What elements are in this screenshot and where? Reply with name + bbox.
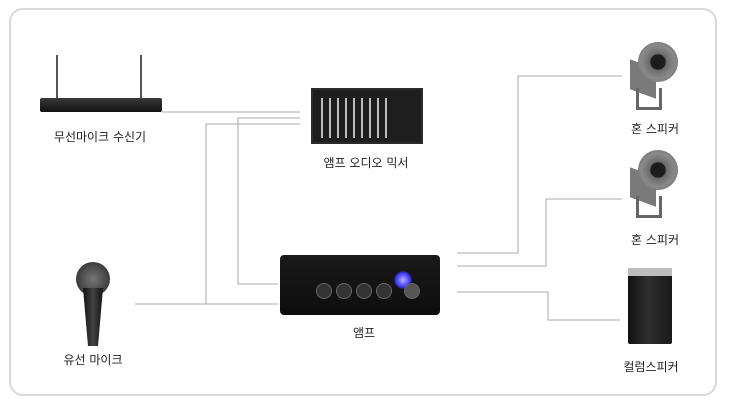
column-speaker-label: 컬럼스피커 bbox=[623, 360, 679, 374]
wire-amp-to-horn-1 bbox=[457, 75, 622, 254]
wire-amp-to-column bbox=[457, 291, 620, 321]
wired-mic-label: 유선 마이크 bbox=[63, 353, 123, 367]
wire-mixer-feed bbox=[237, 117, 300, 285]
audio-mixer-label: 앰프 오디오 믹서 bbox=[323, 156, 409, 170]
diagram-frame bbox=[9, 8, 717, 396]
audio-mixer-image bbox=[311, 88, 423, 144]
horn-speaker-2-image bbox=[630, 150, 682, 220]
wireless-receiver-image bbox=[40, 55, 162, 115]
column-speaker-image bbox=[628, 268, 672, 344]
horn-speaker-2-label: 혼 스피커 bbox=[631, 233, 679, 247]
amplifier-label: 앰프 bbox=[352, 326, 376, 340]
amplifier-image bbox=[280, 255, 440, 315]
wired-mic-body bbox=[83, 288, 103, 346]
wire-amp-to-horn-2 bbox=[457, 198, 622, 267]
wireless-receiver-unit bbox=[40, 98, 162, 112]
wire-mixer-to-amp bbox=[205, 123, 300, 304]
horn-speaker-1-label: 혼 스피커 bbox=[631, 122, 679, 136]
wireless-receiver-label: 무선마이크 수신기 bbox=[53, 130, 147, 144]
horn-speaker-1-image bbox=[630, 42, 682, 112]
